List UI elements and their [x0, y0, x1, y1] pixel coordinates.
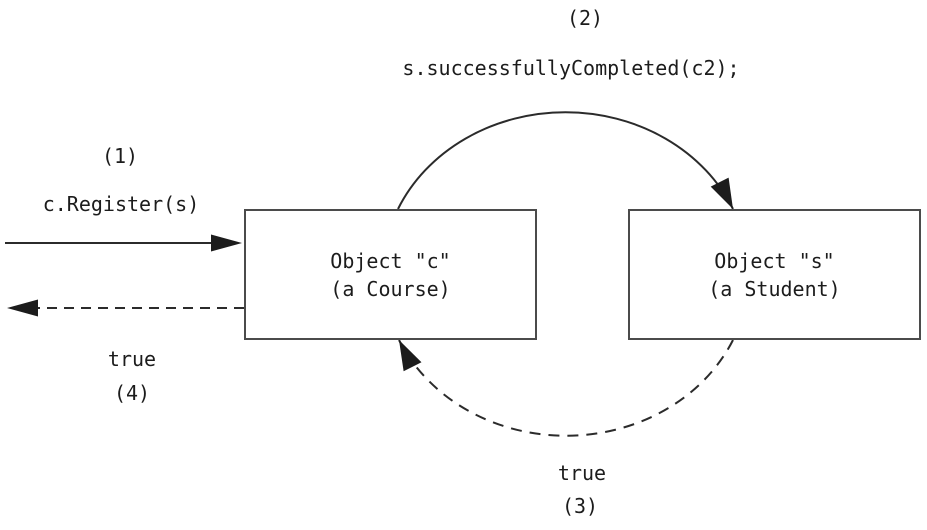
course-box-subtitle: (a Course) — [330, 276, 451, 301]
step2-number: (2) — [566, 6, 604, 30]
step3-return-value: true — [557, 461, 607, 485]
student-box-subtitle: (a Student) — [708, 276, 841, 301]
student-box-title: Object "s" — [714, 248, 835, 273]
step2-call-label: s.successfullyCompleted(c2); — [402, 56, 740, 80]
register-call-arrowhead-icon — [211, 234, 242, 252]
true-return-arc-arrow — [398, 339, 734, 437]
student-object-box: Object "s" (a Student) — [628, 209, 921, 340]
register-return-arrowhead-icon — [7, 299, 38, 317]
step4-number: (4) — [113, 381, 151, 405]
step1-call-label: c.Register(s) — [42, 192, 200, 216]
course-box-title: Object "c" — [330, 248, 451, 273]
step3-number: (3) — [561, 494, 599, 518]
step4-return-value: true — [107, 347, 157, 371]
successfully-completed-arc-arrow — [397, 111, 734, 210]
step1-number: (1) — [101, 144, 139, 168]
course-object-box: Object "c" (a Course) — [244, 209, 537, 340]
